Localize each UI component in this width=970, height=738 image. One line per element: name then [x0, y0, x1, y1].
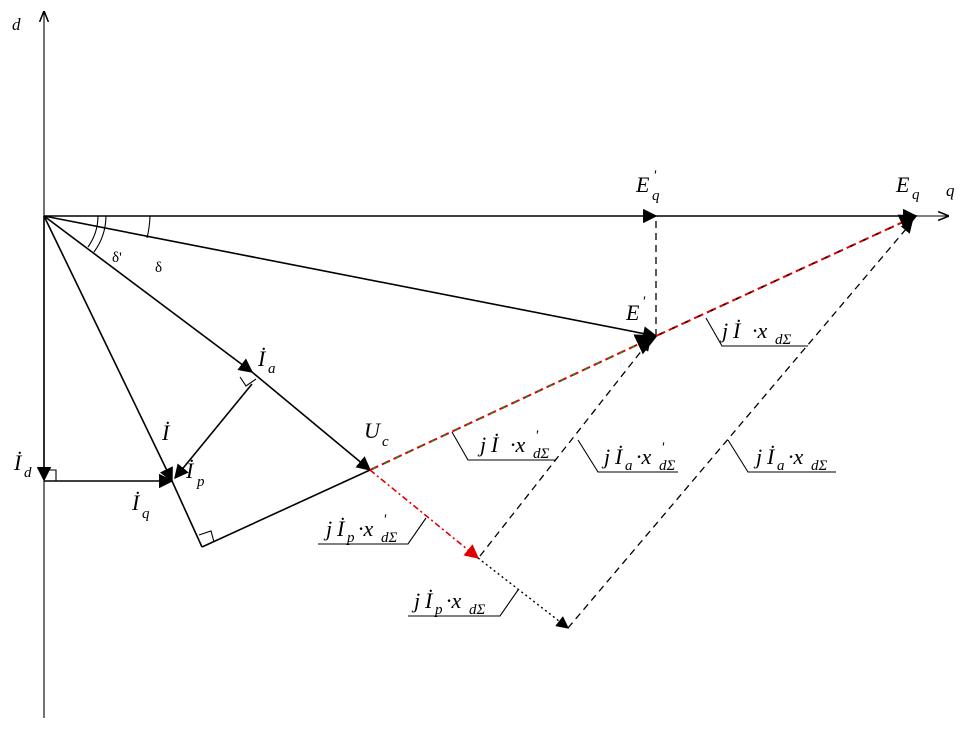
- ia-vector: [43, 215, 254, 373]
- ip-label: İ p: [185, 458, 205, 490]
- svg-text:j: j: [323, 516, 332, 541]
- ji-xd-prime-segment-green: [369, 334, 658, 471]
- id-label: İ d: [13, 450, 32, 481]
- eq-label: E q: [895, 172, 920, 203]
- svg-text:İ: İ: [490, 432, 500, 457]
- jia-xd-prime-segment: [479, 339, 651, 557]
- svg-text:j: j: [753, 444, 762, 469]
- right-angle-ia: [239, 376, 257, 387]
- svg-text:dΣ: dΣ: [811, 458, 828, 474]
- right-angle-id: [44, 469, 57, 481]
- ji-xd-segment-black: [655, 215, 917, 337]
- svg-text:j: j: [601, 444, 610, 469]
- e-prime-vector: [43, 215, 658, 341]
- ip-vector: [174, 383, 253, 480]
- svg-text:dΣ: dΣ: [381, 530, 398, 546]
- svg-text:p: p: [346, 530, 355, 546]
- delta-label: δ: [155, 260, 162, 276]
- d-axis-label: d: [12, 15, 21, 34]
- svg-text:İ: İ: [185, 458, 195, 483]
- svg-text:·x: ·x: [510, 432, 526, 457]
- callout-jia-xdsigma-prime: j İ a ·x dΣ ': [577, 439, 678, 474]
- svg-text:E: E: [625, 300, 640, 325]
- svg-text:q: q: [142, 506, 150, 522]
- ia-label: İ a: [257, 346, 276, 377]
- delta-prime-arc-1: [87, 215, 99, 248]
- svg-text:q: q: [652, 188, 660, 204]
- svg-text:E: E: [635, 172, 650, 197]
- svg-text:·x: ·x: [788, 444, 804, 469]
- svg-text:a: a: [268, 361, 276, 377]
- jip-xd-prime-segment: [369, 469, 480, 559]
- svg-text:a: a: [777, 458, 785, 474]
- svg-text:q: q: [912, 187, 920, 203]
- svg-text:j: j: [477, 432, 486, 457]
- eq-prime-label: E q ': [635, 168, 660, 204]
- svg-text:İ: İ: [614, 444, 624, 469]
- svg-text:E: E: [895, 172, 910, 197]
- jip-xd-segment: [477, 557, 569, 629]
- svg-text:·x: ·x: [752, 318, 768, 343]
- i-label: İ: [161, 420, 171, 445]
- iq-label: İ q: [131, 490, 150, 522]
- svg-text:d: d: [24, 465, 32, 481]
- svg-text:·x: ·x: [446, 588, 462, 613]
- svg-text:·x: ·x: [636, 444, 652, 469]
- svg-text:': ': [642, 294, 646, 310]
- delta-prime-label: δ': [112, 250, 122, 266]
- svg-text:İ: İ: [336, 516, 346, 541]
- svg-text:İ: İ: [13, 450, 23, 475]
- callout-jip-xdsigma-prime: j İ p ·x dΣ ': [318, 512, 427, 546]
- svg-text:dΣ: dΣ: [775, 332, 792, 348]
- uc-label: U c: [364, 418, 389, 450]
- svg-text:a: a: [625, 458, 633, 474]
- delta-arc: [146, 215, 151, 239]
- svg-text:j: j: [411, 588, 420, 613]
- svg-text:c: c: [382, 434, 389, 450]
- jia-xd-segment: [567, 221, 913, 629]
- svg-text:j: j: [719, 318, 728, 343]
- svg-text:': ': [383, 512, 387, 528]
- ip-extension: [171, 480, 203, 548]
- callout-jia-xdsigma: j İ a ·x dΣ: [727, 439, 836, 474]
- svg-text:İ: İ: [424, 588, 434, 613]
- svg-text:p: p: [196, 474, 205, 490]
- delta-prime-arc-2: [93, 215, 107, 253]
- svg-text:dΣ: dΣ: [469, 602, 486, 618]
- svg-text:İ: İ: [257, 346, 267, 371]
- svg-text:dΣ: dΣ: [659, 458, 676, 474]
- callout-jip-xdsigma: j İ p ·x dΣ: [408, 588, 519, 618]
- svg-text:dΣ: dΣ: [533, 446, 550, 462]
- svg-text:U: U: [364, 418, 382, 443]
- callout-ji-xdsigma: j İ ·x dΣ: [705, 317, 808, 348]
- svg-text:·x: ·x: [358, 516, 374, 541]
- svg-text:': ': [535, 428, 539, 444]
- svg-text:İ: İ: [766, 444, 776, 469]
- uc-base-line: [201, 469, 371, 548]
- callout-ji-xdsigma-prime: j İ ·x dΣ ': [451, 428, 556, 462]
- svg-text:İ: İ: [732, 318, 742, 343]
- i-vector: [43, 215, 173, 483]
- svg-text:İ: İ: [131, 490, 141, 515]
- right-angle-bottom: [198, 530, 215, 543]
- ia-to-uc: [251, 371, 372, 471]
- q-axis-label: q: [946, 181, 955, 200]
- svg-text:': ': [661, 440, 665, 456]
- svg-text:p: p: [434, 602, 443, 618]
- e-prime-label: E ': [625, 294, 646, 325]
- svg-text:': ': [653, 168, 657, 184]
